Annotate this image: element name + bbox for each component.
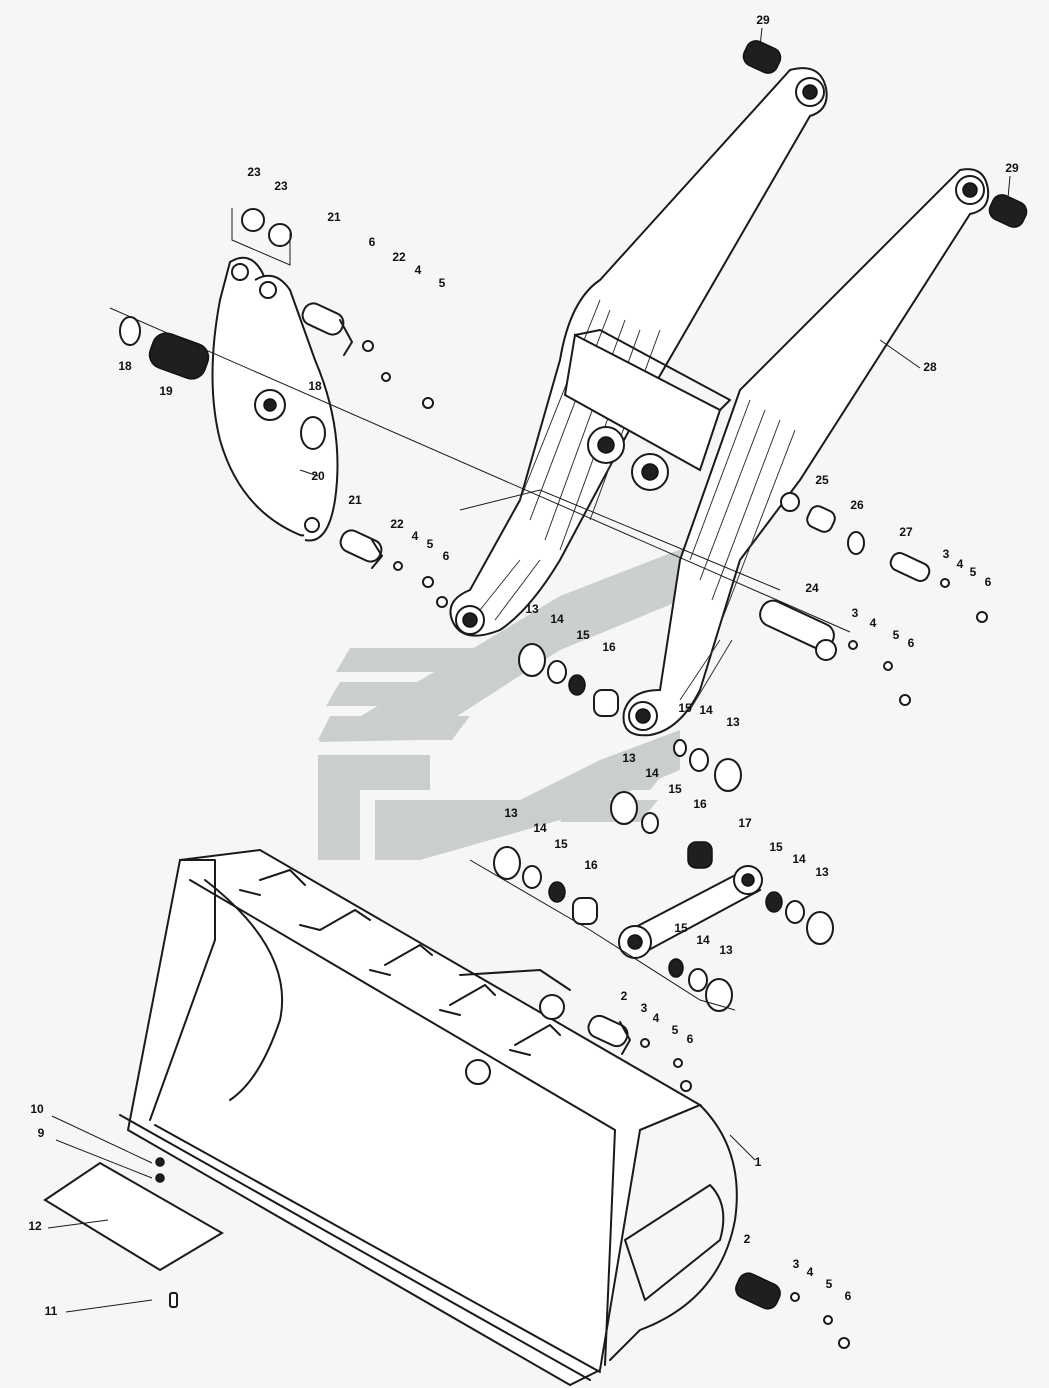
part-label-l5b: 5	[427, 537, 434, 551]
bucket	[119, 848, 738, 1387]
pin-21-upper	[301, 302, 434, 409]
part-label-l29a: 29	[756, 13, 770, 27]
part-label-l23b: 23	[274, 179, 288, 193]
part-label-l6d: 6	[908, 636, 915, 650]
bushing-19	[119, 316, 210, 380]
link-17	[618, 865, 834, 1012]
part-label-l2b: 2	[744, 1232, 751, 1246]
part-label-l13d: 13	[504, 806, 518, 820]
washers-23	[231, 208, 292, 266]
part-label-l5f: 5	[826, 1277, 833, 1291]
part-label-l2a: 2	[621, 989, 628, 1003]
part-label-l24: 24	[805, 581, 819, 595]
bushing-29-top	[742, 40, 782, 74]
part-label-l5d: 5	[893, 628, 900, 642]
part-label-l28: 28	[923, 360, 937, 374]
washer-18	[300, 416, 326, 450]
cross-tube	[563, 329, 731, 491]
part-label-l14e: 14	[792, 852, 806, 866]
part-label-l5c: 5	[970, 565, 977, 579]
part-label-l5a: 5	[439, 276, 446, 290]
part-label-l14b: 14	[699, 703, 713, 717]
part-label-l21b: 21	[348, 493, 362, 507]
pin-2-lower	[735, 1272, 850, 1349]
pin-24	[759, 599, 911, 706]
seal-set-middle	[610, 791, 713, 869]
part-label-l23a: 23	[247, 165, 261, 179]
part-label-l1: 1	[755, 1155, 762, 1169]
part-label-l29b: 29	[1005, 161, 1019, 175]
part-label-l12: 12	[28, 1219, 42, 1233]
part-label-l25: 25	[815, 473, 829, 487]
part-label-l13c: 13	[622, 751, 636, 765]
part-label-l6e: 6	[687, 1032, 694, 1046]
pin-2-upper	[587, 1014, 692, 1092]
bushing-29-right	[988, 194, 1028, 228]
part-label-l14c: 14	[645, 766, 659, 780]
part-label-l3b: 3	[852, 606, 859, 620]
bell-crank	[211, 256, 339, 542]
part-label-l20: 20	[311, 469, 325, 483]
part-label-l18a: 18	[118, 359, 132, 373]
part-label-l14f: 14	[696, 933, 710, 947]
part-label-l6a: 6	[369, 235, 376, 249]
part-label-l19: 19	[159, 384, 173, 398]
part-label-l3c: 3	[641, 1001, 648, 1015]
pin-assembly-27	[806, 505, 988, 623]
seal-set-upper	[518, 643, 742, 792]
part-label-l18b: 18	[308, 379, 322, 393]
pin-21-lower	[339, 529, 448, 608]
part-label-l4b: 4	[412, 529, 419, 543]
part-label-l6b: 6	[443, 549, 450, 563]
part-label-l16c: 16	[584, 858, 598, 872]
lift-arm-right-beam	[622, 168, 990, 737]
part-label-l16b: 16	[693, 797, 707, 811]
part-label-l6c: 6	[985, 575, 992, 589]
part-label-l4d: 4	[870, 616, 877, 630]
part-label-l22b: 22	[390, 517, 404, 531]
part-label-l16a: 16	[602, 640, 616, 654]
part-label-l13a: 13	[525, 602, 539, 616]
part-label-l21a: 21	[327, 210, 341, 224]
part-label-l5e: 5	[672, 1023, 679, 1037]
leader-lines	[47, 27, 1011, 1313]
part-label-l3a: 3	[943, 547, 950, 561]
part-label-l3d: 3	[793, 1257, 800, 1271]
part-label-l6f: 6	[845, 1289, 852, 1303]
seal-set-lower	[493, 846, 598, 925]
part-label-l15a: 15	[576, 628, 590, 642]
part-label-l13f: 13	[719, 943, 733, 957]
part-label-l13e: 13	[815, 865, 829, 879]
part-label-l9: 9	[38, 1126, 45, 1140]
part-label-l15b: 15	[678, 701, 692, 715]
part-label-l15d: 15	[554, 837, 568, 851]
part-label-l22a: 22	[392, 250, 406, 264]
part-label-l14a: 14	[550, 612, 564, 626]
part-label-l14d: 14	[533, 821, 547, 835]
part-label-l27: 27	[899, 525, 913, 539]
part-label-l10: 10	[30, 1102, 44, 1116]
part-label-l15c: 15	[668, 782, 682, 796]
cutting-edge-plate	[43, 1157, 224, 1308]
part-label-l26: 26	[850, 498, 864, 512]
part-label-l17: 17	[738, 816, 752, 830]
part-label-l4c: 4	[957, 557, 964, 571]
part-label-l4e: 4	[653, 1011, 660, 1025]
part-label-l13b: 13	[726, 715, 740, 729]
part-label-l4f: 4	[807, 1265, 814, 1279]
part-label-l4a: 4	[415, 263, 422, 277]
part-label-l15e: 15	[769, 840, 783, 854]
part-label-l15f: 15	[674, 921, 688, 935]
part-label-l11: 11	[45, 1304, 58, 1318]
